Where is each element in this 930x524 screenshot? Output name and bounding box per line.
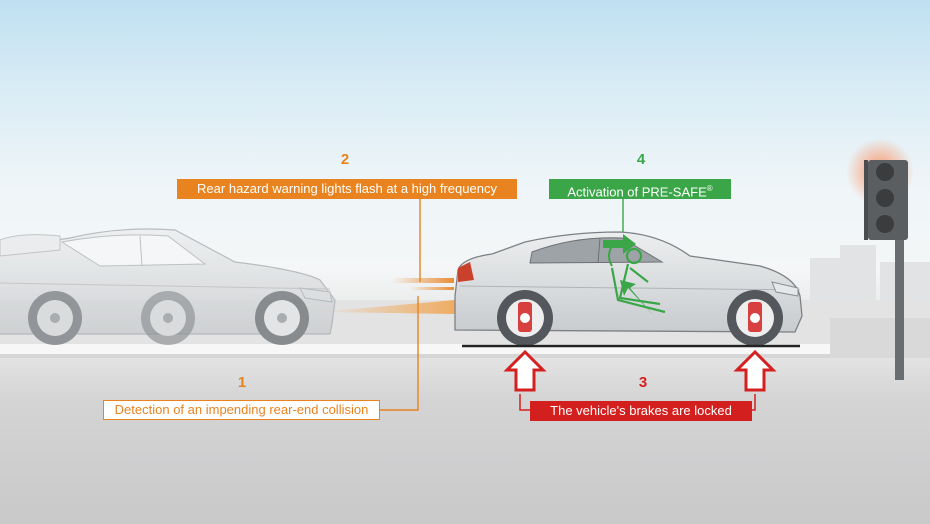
callout-number-2: 2: [340, 151, 350, 168]
callout-number-4: 4: [636, 151, 646, 168]
callout-label-pre-safe: Activation of PRE-SAFE®: [549, 179, 731, 199]
curb-line: [0, 344, 930, 354]
leader-lines: [380, 199, 624, 411]
rear-car: [0, 228, 336, 345]
brake-arrow-icon: [503, 349, 777, 392]
hazard-flash: [392, 278, 454, 290]
median-strip: [0, 354, 930, 358]
occupant-arrow-icon: [603, 234, 636, 254]
radar-beam: [320, 300, 455, 314]
callout-number-3: 3: [638, 374, 648, 391]
callout-label-hazard-lights: Rear hazard warning lights flash at a hi…: [177, 179, 517, 199]
occupant-outline: [610, 247, 666, 314]
callout-number-1: 1: [237, 374, 247, 391]
traffic-light: [846, 138, 914, 380]
callout-label-detection: Detection of an impending rear-end colli…: [103, 400, 380, 420]
registered-mark: ®: [706, 184, 713, 193]
skyline: [810, 245, 930, 300]
front-car: [454, 231, 803, 346]
callout-label-brakes: The vehicle's brakes are locked: [530, 401, 752, 421]
pre-safe-text: Activation of PRE-SAFE: [567, 184, 707, 200]
